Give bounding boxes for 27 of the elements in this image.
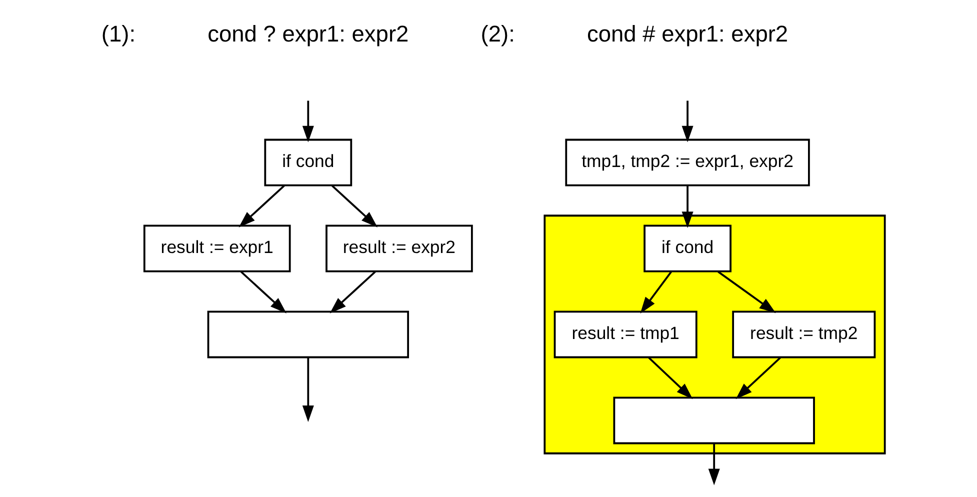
label: (2): — [480, 20, 514, 47]
node-box: result := expr1 — [142, 224, 290, 272]
node-box: tmp1, tmp2 := expr1, expr2 — [564, 138, 810, 186]
arrow — [330, 185, 378, 228]
arrow — [681, 186, 693, 228]
label: cond ? expr1: expr2 — [207, 20, 408, 47]
arrow — [640, 271, 672, 314]
label: cond # expr1: expr2 — [586, 20, 788, 47]
arrow — [717, 270, 776, 314]
node-box: result := tmp2 — [732, 310, 876, 358]
arrow — [302, 100, 314, 142]
label: (1): — [100, 20, 136, 47]
node-box: result := expr2 — [325, 224, 472, 272]
arrow — [329, 271, 376, 314]
arrow — [648, 357, 692, 400]
arrow — [708, 443, 720, 486]
arrow — [238, 185, 284, 228]
node-box — [612, 396, 814, 444]
arrow — [240, 271, 286, 314]
arrow — [681, 100, 693, 142]
node-box: if cond — [643, 224, 731, 272]
arrow — [302, 358, 314, 422]
cluster — [543, 214, 886, 454]
arrow — [735, 357, 780, 400]
node-box: result := tmp1 — [553, 310, 697, 358]
node-box — [206, 310, 409, 358]
node-box: if cond — [264, 138, 352, 186]
